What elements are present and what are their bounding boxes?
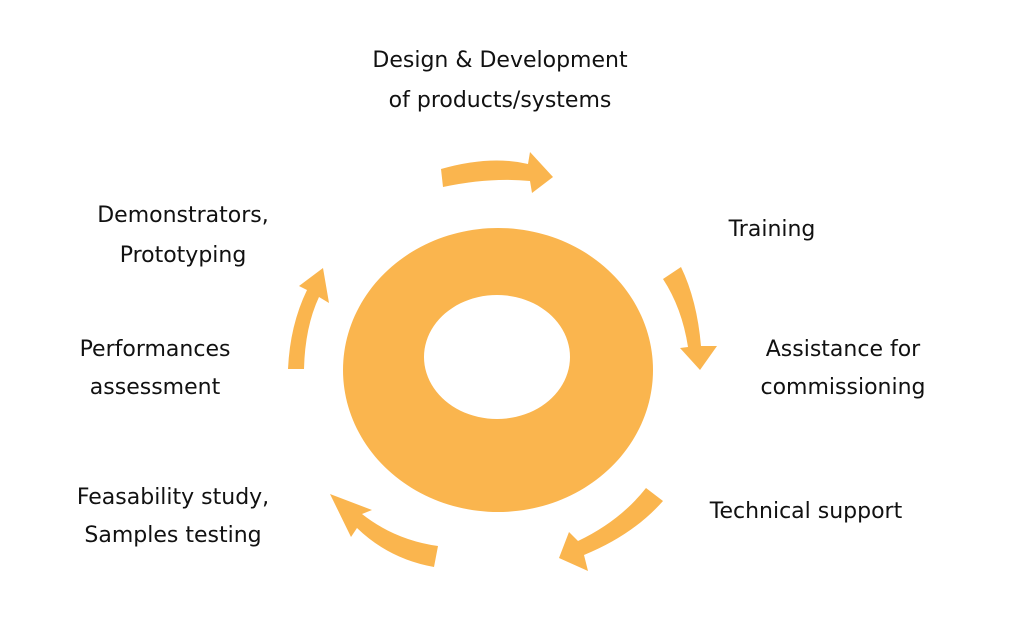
step-demonstrators-prototyping: Demonstrators, Prototyping — [97, 203, 269, 268]
step-technical-support: Technical support — [709, 499, 903, 524]
arrow-bottom-right — [559, 488, 663, 571]
arrow-left — [288, 268, 329, 369]
step-training: Training — [728, 217, 816, 242]
arrow-top — [441, 152, 553, 193]
step-assistance-commissioning: Assistance for commissioning — [760, 337, 926, 400]
step-design-development: Design & Development of products/systems — [372, 48, 628, 113]
step-feasibility-samples: Feasability study, Samples testing — [76, 485, 270, 548]
step-performances-assessment: Performances assessment — [79, 337, 231, 400]
center-ring — [343, 228, 654, 512]
arrow-bottom-left — [330, 494, 438, 567]
arrow-right-upper — [663, 267, 717, 370]
